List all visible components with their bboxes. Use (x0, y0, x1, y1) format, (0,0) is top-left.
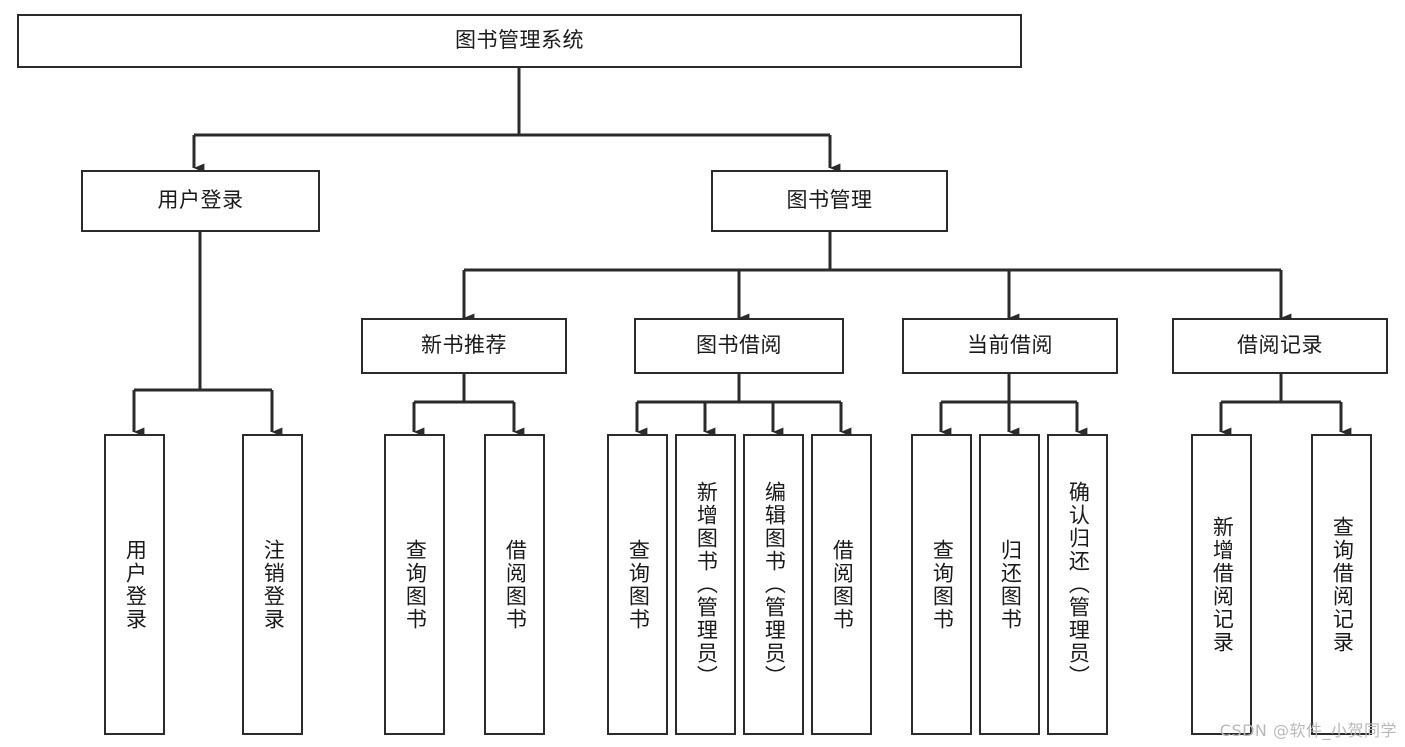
node-leaf-book-borrow-3-label: 借阅图书 (830, 538, 855, 631)
node-leaf-current-borrow-1-label: 归还图书 (998, 538, 1023, 631)
node-new-book[interactable]: 新书推荐 (361, 318, 567, 374)
node-leaf-new-book-0-label: 查询图书 (403, 538, 428, 631)
node-current-borrow-label: 当前借阅 (967, 333, 1053, 358)
node-root[interactable]: 图书管理系统 (17, 14, 1022, 68)
node-leaf-current-borrow-0[interactable]: 查询图书 (911, 434, 972, 735)
node-book-borrow[interactable]: 图书借阅 (634, 318, 844, 374)
node-leaf-current-borrow-0-label: 查询图书 (930, 538, 955, 631)
node-borrow-record[interactable]: 借阅记录 (1172, 318, 1388, 374)
node-leaf-book-borrow-3[interactable]: 借阅图书 (811, 434, 872, 735)
node-user-login[interactable]: 用户登录 (81, 170, 320, 232)
node-current-borrow[interactable]: 当前借阅 (902, 318, 1118, 374)
node-leaf-borrow-record-1[interactable]: 查询借阅记录 (1311, 434, 1372, 735)
node-leaf-new-book-1-label: 借阅图书 (503, 538, 528, 631)
node-leaf-borrow-record-0-label: 新增借阅记录 (1210, 515, 1235, 654)
node-leaf-borrow-record-1-label: 查询借阅记录 (1330, 515, 1355, 654)
node-leaf-book-borrow-0-label: 查询图书 (626, 538, 651, 631)
watermark: CSDN @软件_小贺同学 (1219, 721, 1397, 740)
node-leaf-user-login-1-label: 注销登录 (261, 538, 286, 631)
node-leaf-new-book-1[interactable]: 借阅图书 (484, 434, 545, 735)
node-leaf-book-borrow-2[interactable]: 编辑图书（管理员） (743, 434, 804, 735)
node-leaf-current-borrow-2-label: 确认归还（管理员） (1066, 481, 1091, 688)
node-book-manage[interactable]: 图书管理 (711, 170, 948, 232)
node-root-label: 图书管理系统 (455, 28, 584, 53)
node-leaf-book-borrow-1-label: 新增图书（管理员） (694, 481, 719, 688)
node-new-book-label: 新书推荐 (421, 333, 507, 358)
node-leaf-current-borrow-2[interactable]: 确认归还（管理员） (1047, 434, 1108, 735)
node-leaf-borrow-record-0[interactable]: 新增借阅记录 (1191, 434, 1252, 735)
node-borrow-record-label: 借阅记录 (1237, 333, 1323, 358)
node-leaf-user-login-0[interactable]: 用户登录 (104, 434, 165, 735)
node-leaf-new-book-0[interactable]: 查询图书 (384, 434, 445, 735)
node-leaf-user-login-0-label: 用户登录 (123, 538, 148, 631)
node-leaf-book-borrow-1[interactable]: 新增图书（管理员） (675, 434, 736, 735)
node-leaf-current-borrow-1[interactable]: 归还图书 (979, 434, 1040, 735)
node-book-borrow-label: 图书借阅 (696, 333, 782, 358)
node-leaf-book-borrow-2-label: 编辑图书（管理员） (762, 481, 787, 688)
node-leaf-user-login-1[interactable]: 注销登录 (242, 434, 303, 735)
node-user-login-label: 用户登录 (157, 188, 244, 213)
node-leaf-book-borrow-0[interactable]: 查询图书 (607, 434, 668, 735)
node-book-manage-label: 图书管理 (786, 188, 873, 213)
